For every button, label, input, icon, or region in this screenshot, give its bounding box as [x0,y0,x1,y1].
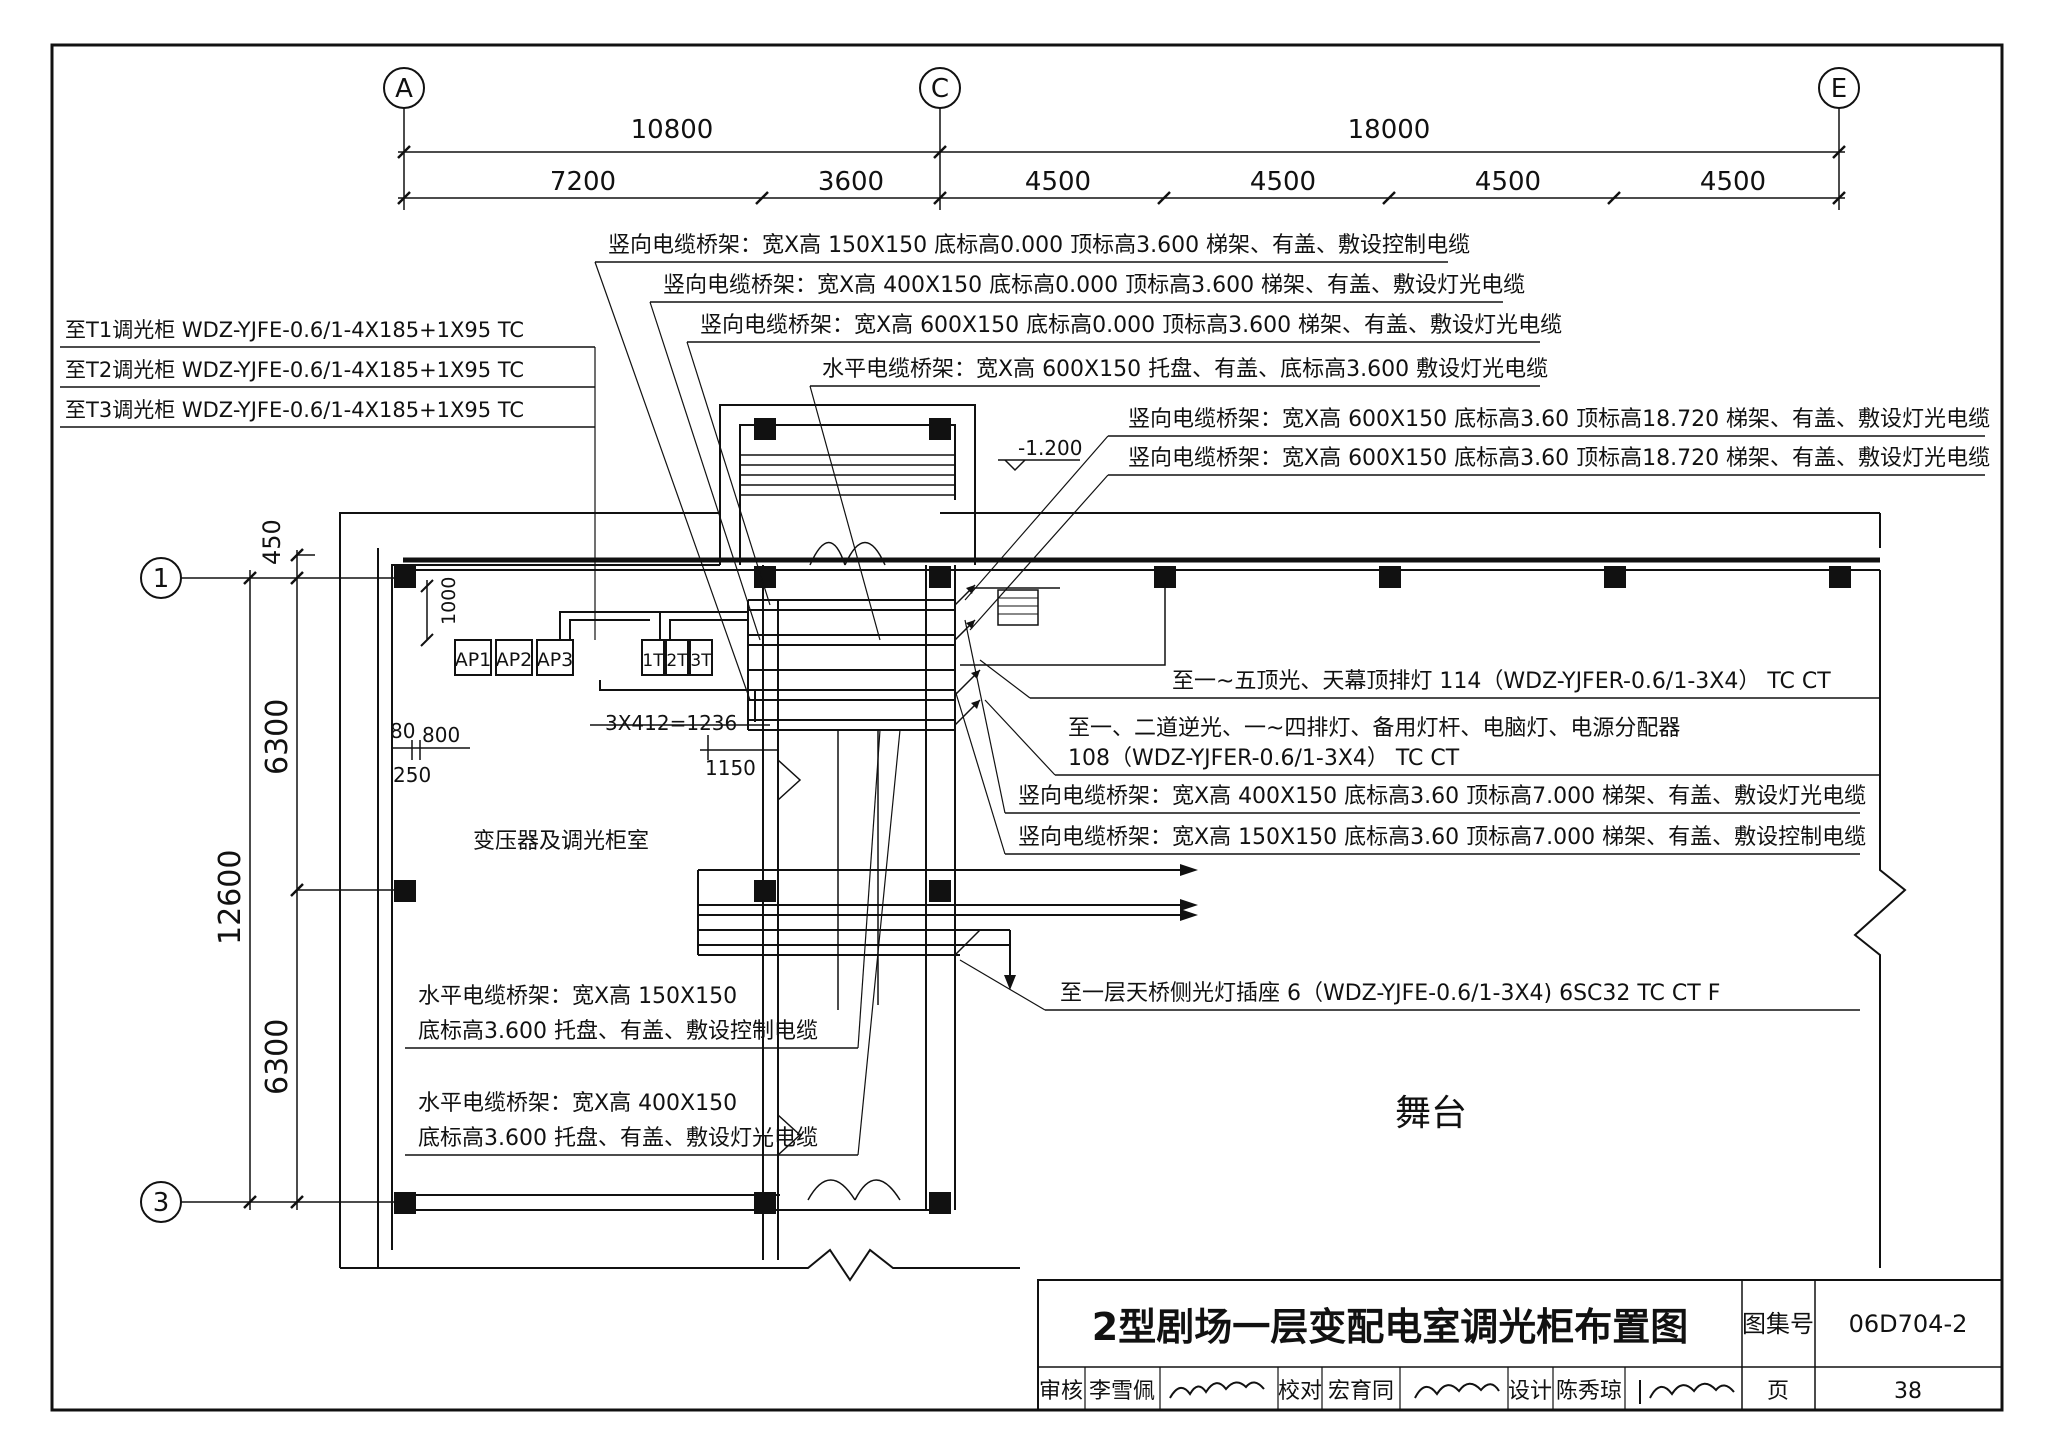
callouts-lower-left: 水平电缆桥架：宽X高 150X150 底标高3.600 托盘、有盖、敷设控制电缆… [405,729,901,1156]
panel-3t: 3T [689,639,713,676]
svg-text:至T2调光柜 WDZ-YJFE-0.6/1-4X185+1: 至T2调光柜 WDZ-YJFE-0.6/1-4X185+1X95 TC [65,358,524,382]
svg-text:底标高3.600 托盘、有盖、敷设灯光电缆: 底标高3.600 托盘、有盖、敷设灯光电缆 [418,1126,818,1151]
svg-text:80: 80 [390,719,415,743]
checker-name: 宏育同 [1328,1379,1394,1404]
callouts-top: 竖向电缆桥架：宽X高 150X150 底标高0.000 顶标高3.600 梯架、… [594,233,1562,701]
reviewer-name: 李雪佩 [1089,1379,1155,1404]
drawing-title: 2型剧场一层变配电室调光柜布置图 [1092,1305,1688,1349]
panel-ap3: AP3 [536,639,574,676]
svg-text:水平电缆桥架：宽X高 150X150: 水平电缆桥架：宽X高 150X150 [418,984,737,1009]
svg-text:至T1调光柜 WDZ-YJFE-0.6/1-4X185+1: 至T1调光柜 WDZ-YJFE-0.6/1-4X185+1X95 TC [65,318,524,342]
svg-text:至一、二道逆光、一~四排灯、备用灯杆、电脑灯、电源分配器: 至一、二道逆光、一~四排灯、备用灯杆、电脑灯、电源分配器 [1068,716,1680,741]
svg-text:A: A [395,74,413,104]
svg-text:竖向电缆桥架：宽X高 400X150 底标高0.000: 竖向电缆桥架：宽X高 400X150 底标高0.000 顶标高3.600 梯架、… [663,273,1525,298]
svg-text:3T: 3T [690,651,712,671]
svg-text:250: 250 [393,763,431,787]
panel-ap1: AP1 [454,639,492,676]
svg-text:至T3调光柜 WDZ-YJFE-0.6/1-4X185+1: 至T3调光柜 WDZ-YJFE-0.6/1-4X185+1X95 TC [65,398,524,422]
callouts-right-top: 竖向电缆桥架：宽X高 600X150 底标高3.60 顶标高18.720 梯架、… [964,407,1990,631]
building-walls [339,404,1907,1282]
dim-450: 450 [258,519,286,565]
svg-text:C: C [931,74,949,104]
svg-text:AP1: AP1 [455,649,492,671]
svg-text:108（WDZ-YJFER-0.6/1-3X4） T: 108（WDZ-YJFER-0.6/1-3X4） TC CT [1068,746,1460,771]
svg-text:竖向电缆桥架：宽X高 600X150 底标高3.60: 竖向电缆桥架：宽X高 600X150 底标高3.60 顶标高18.720 梯架、… [1128,407,1990,432]
svg-text:1150: 1150 [705,756,756,780]
callout-bridge: 至一层天桥侧光灯插座 6（WDZ-YJFE-0.6/1-3X4) 6SC32 T… [959,959,1860,1011]
dim-18000: 18000 [1348,115,1431,145]
callouts-right-mid: 至一~五顶光、天幕顶排灯 114（WDZ-YJFER-0.6/1-3X4） TC… [954,619,1880,855]
svg-text:竖向电缆桥架：宽X高 150X150 底标高3.60: 竖向电缆桥架：宽X高 150X150 底标高3.60 顶标高7.000 梯架、有… [1018,825,1866,850]
svg-text:1000: 1000 [438,577,460,625]
axis-bubble-e: E [1818,67,1860,109]
panel-ap2: AP2 [495,639,533,676]
atlas-label: 图集号 [1742,1310,1814,1338]
svg-text:E: E [1831,74,1847,104]
svg-text:竖向电缆桥架：宽X高 600X150 底标高3.60: 竖向电缆桥架：宽X高 600X150 底标高3.60 顶标高18.720 梯架、… [1128,446,1990,471]
check-label: 校对 [1278,1379,1322,1404]
axis-bubble-a: A [383,67,425,109]
svg-text:竖向电缆桥架：宽X高 150X150 底标高0.000: 竖向电缆桥架：宽X高 150X150 底标高0.000 顶标高3.600 梯架、… [608,233,1470,258]
elevation-mark: -1.200 [998,436,1082,472]
svg-text:AP2: AP2 [496,649,533,671]
svg-text:AP3: AP3 [537,649,574,671]
axis-bubble-3: 3 [140,1181,182,1223]
inner-dims: 1000 80 800 250 3X412=1236 1150 [390,577,778,787]
title-block: 2型剧场一层变配电室调光柜布置图 图集号 06D704-2 审核 李雪佩 校对 … [1037,1279,2003,1411]
dim-7200: 7200 [550,167,616,197]
dim-6300-top: 6300 [260,699,295,775]
dim-4500-d: 4500 [1700,167,1766,197]
designer-signature [1639,1380,1735,1404]
page-number: 38 [1894,1379,1922,1404]
svg-text:1T: 1T [642,651,664,671]
dim-10800: 10800 [631,115,714,145]
review-label: 审核 [1039,1379,1083,1404]
columns [394,418,1851,1214]
atlas-number: 06D704-2 [1849,1310,1968,1338]
dim-12600: 12600 [213,850,248,945]
svg-text:竖向电缆桥架：宽X高 600X150 底标高0.000: 竖向电缆桥架：宽X高 600X150 底标高0.000 顶标高3.600 梯架、… [700,313,1562,338]
svg-text:至一层天桥侧光灯插座 6（WDZ-YJFE-0.6/1-3: 至一层天桥侧光灯插座 6（WDZ-YJFE-0.6/1-3X4) 6SC32 T… [1060,981,1720,1006]
svg-text:水平电缆桥架：宽X高 400X150: 水平电缆桥架：宽X高 400X150 [418,1091,737,1116]
cable-trays [559,580,1198,1010]
design-label: 设计 [1508,1379,1552,1404]
svg-text:水平电缆桥架：宽X高 600X150 托盘、有盖、底标高: 水平电缆桥架：宽X高 600X150 托盘、有盖、底标高3.600 敷设灯光电缆 [822,357,1548,382]
svg-text:底标高3.600 托盘、有盖、敷设控制电缆: 底标高3.600 托盘、有盖、敷设控制电缆 [418,1019,818,1044]
dim-4500-a: 4500 [1025,167,1091,197]
checker-signature [1414,1382,1500,1399]
dim-4500-c: 4500 [1475,167,1541,197]
axis-bubble-c: C [919,67,961,109]
svg-text:-1.200: -1.200 [1018,436,1082,460]
dim-6300-bottom: 6300 [260,1019,295,1095]
dim-3600: 3600 [818,167,884,197]
svg-text:2T: 2T [666,651,688,671]
dim-4500-b: 4500 [1250,167,1316,197]
designer-name: 陈秀琼 [1556,1379,1622,1404]
svg-text:3: 3 [153,1188,170,1218]
page-label: 页 [1767,1379,1789,1404]
svg-text:1: 1 [153,564,170,594]
reviewer-signature [1169,1381,1265,1399]
drawing-frame [50,43,2004,1412]
room-label-transformer: 变压器及调光柜室 [473,829,649,854]
svg-text:竖向电缆桥架：宽X高 400X150 底标高3.60: 竖向电缆桥架：宽X高 400X150 底标高3.60 顶标高7.000 梯架、有… [1018,784,1866,809]
svg-text:3X412=1236: 3X412=1236 [605,711,737,735]
svg-text:800: 800 [422,723,460,747]
panel-2t: 2T [665,639,689,676]
svg-text:至一~五顶光、天幕顶排灯 114（WDZ-YJFER-0.: 至一~五顶光、天幕顶排灯 114（WDZ-YJFER-0.6/1-3X4） TC… [1172,669,1831,694]
callouts-left: 至T1调光柜 WDZ-YJFE-0.6/1-4X185+1X95 TC 至T2调… [60,318,596,640]
axis-bubble-1: 1 [140,557,182,599]
room-label-stage: 舞台 [1395,1093,1467,1134]
panel-1t: 1T [641,639,665,676]
